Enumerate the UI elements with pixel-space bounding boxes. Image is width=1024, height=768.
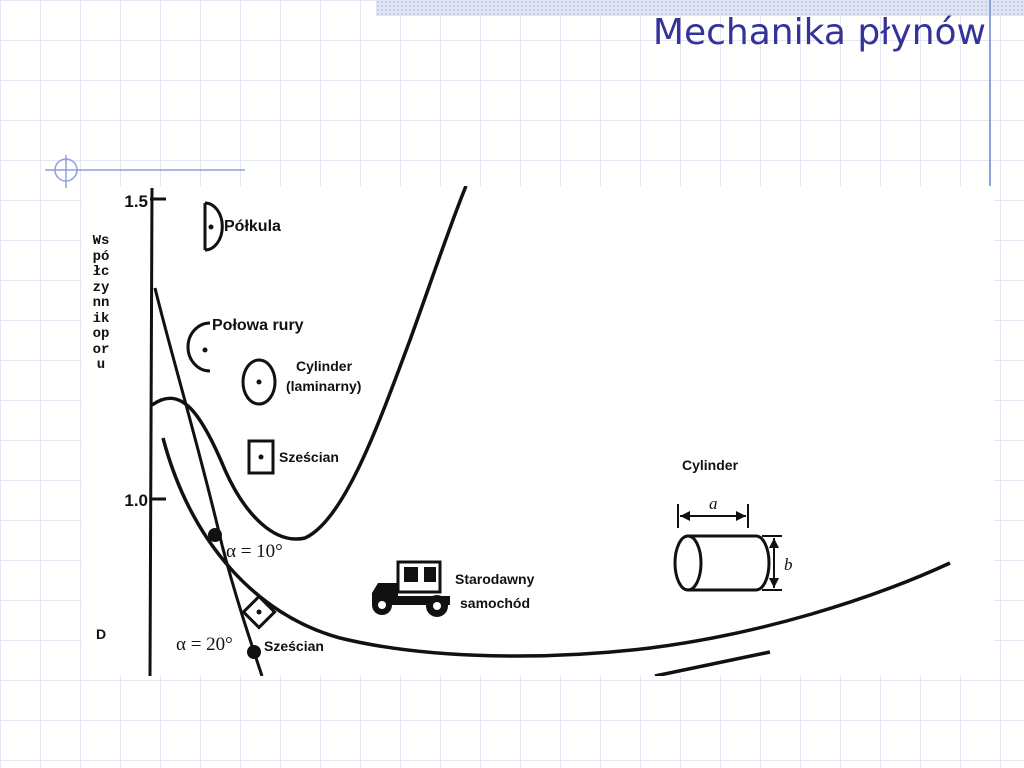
label-alpha20: α = 20° <box>176 634 233 655</box>
label-szescian-2: Sześcian <box>264 638 324 654</box>
label-szescian: Sześcian <box>279 449 339 465</box>
top-decor-band <box>376 0 1024 16</box>
label-starodawny-1: Starodawny <box>455 571 535 587</box>
y-tick-label-1.0: 1.0 <box>124 491 148 510</box>
marker-alpha10 <box>208 528 222 542</box>
right-accent-line <box>989 0 991 186</box>
label-polkula: Półkula <box>224 218 281 235</box>
curve-steep-line <box>153 287 264 676</box>
rotated-cube-icon <box>241 594 277 630</box>
label-cylinder-laminarny-2: (laminarny) <box>286 378 361 394</box>
curve-long-decreasing <box>161 437 951 658</box>
marker-alpha20 <box>247 645 261 659</box>
label-cylinder-title: Cylinder <box>682 457 739 473</box>
old-car-icon <box>372 560 450 617</box>
y-axis-subscript: D <box>96 626 107 642</box>
slide-title: Mechanika płynów <box>652 12 986 53</box>
label-cylinder-laminarny-1: Cylinder <box>296 358 353 374</box>
y-axis-line <box>148 187 154 676</box>
label-dim-b: b <box>784 555 793 574</box>
label-starodawny-2: samochód <box>460 595 530 611</box>
half-pipe-icon <box>186 321 211 373</box>
label-dim-a: a <box>709 494 718 513</box>
label-polowa-rury: Połowa rury <box>212 317 304 334</box>
cylinder-dimension-icon <box>673 504 782 592</box>
label-alpha10: α = 10° <box>226 541 283 562</box>
drag-coefficient-figure: 1.5 1.0 Półkula Połowa rury Cylinder (la… <box>82 186 994 676</box>
curve-u-shape <box>150 186 468 541</box>
cube-icon <box>247 439 275 475</box>
y-tick-label-1.5: 1.5 <box>124 192 148 211</box>
curve-lower-fragment <box>654 650 771 676</box>
y-axis-title: Współczynnik oporu <box>92 233 110 373</box>
corner-crosshair-decoration <box>45 155 245 188</box>
hemisphere-icon <box>203 201 224 252</box>
cylinder-laminar-icon <box>241 358 277 406</box>
